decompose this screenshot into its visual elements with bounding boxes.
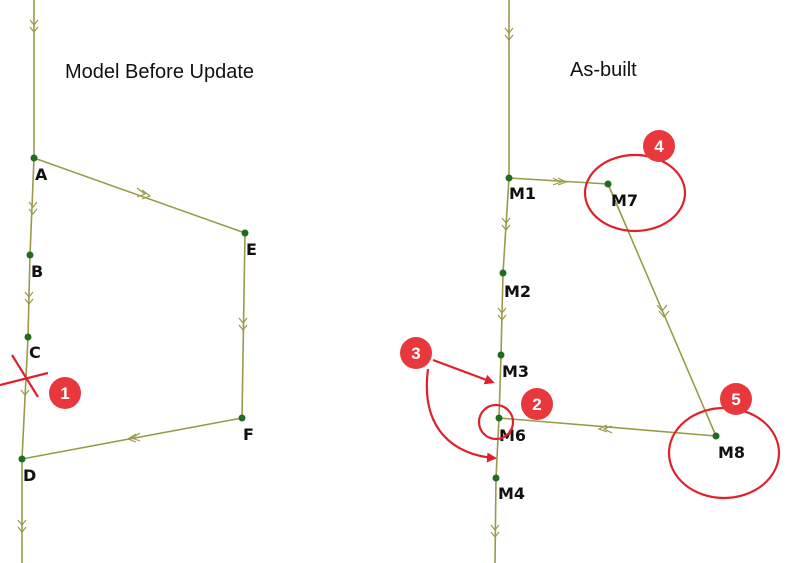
node-b[interactable] xyxy=(26,251,34,259)
annotation-number-3: 3 xyxy=(411,344,420,363)
flow-chevron xyxy=(552,177,568,186)
pipe-m8-m6[interactable] xyxy=(498,417,717,437)
pipe-m6-m4[interactable] xyxy=(495,417,500,479)
node-f[interactable] xyxy=(238,414,246,422)
annotation-number-4: 4 xyxy=(654,137,664,156)
annotation-badge-2 xyxy=(521,388,553,420)
node-m1[interactable] xyxy=(505,174,513,182)
flow-chevron xyxy=(504,27,514,41)
node-m6[interactable] xyxy=(495,414,503,422)
flow-chevron xyxy=(136,187,152,200)
right-network: M1 M2 M3 M6 M4 M7 M8 2 3 4 5 xyxy=(400,0,781,563)
node-m3[interactable] xyxy=(497,351,505,359)
pipe-c-d[interactable] xyxy=(21,336,29,460)
node-label-c: C xyxy=(29,343,41,362)
flow-chevron xyxy=(126,432,141,443)
left-network: A B C D E F 1 xyxy=(0,0,257,563)
annotation-number-1: 1 xyxy=(60,384,69,403)
annotation-number-5: 5 xyxy=(731,390,740,409)
left-panel-title: Model Before Update xyxy=(65,61,254,83)
node-m2[interactable] xyxy=(499,269,507,277)
node-a[interactable] xyxy=(30,154,38,162)
node-label-e: E xyxy=(246,240,257,259)
node-label-m8: M8 xyxy=(718,443,745,462)
pipe-b-c[interactable] xyxy=(27,254,31,338)
node-label-m2: M2 xyxy=(504,282,531,301)
node-label-f: F xyxy=(243,425,254,444)
node-m7[interactable] xyxy=(604,180,612,188)
node-m8[interactable] xyxy=(712,432,720,440)
pipe-m1-m2[interactable] xyxy=(502,177,510,274)
pipe-m4-outlet[interactable] xyxy=(494,477,497,563)
flow-chevron xyxy=(501,217,511,231)
annotation-ring-2 xyxy=(477,403,515,441)
annotation-arrow-3b xyxy=(425,368,497,463)
flow-chevron xyxy=(24,291,34,305)
flow-chevron xyxy=(656,304,670,318)
pipe-m7-m8[interactable] xyxy=(607,183,717,437)
right-panel-title: As-built xyxy=(570,59,637,81)
annotation-badge-4 xyxy=(643,130,675,162)
annotation-ring-4 xyxy=(583,153,687,233)
annotation-badge-3 xyxy=(400,337,432,369)
node-e[interactable] xyxy=(241,229,249,237)
flow-chevron xyxy=(597,424,613,434)
pipe-m2-m3[interactable] xyxy=(500,272,504,356)
node-c[interactable] xyxy=(24,333,32,341)
pipe-e-f[interactable] xyxy=(241,232,246,419)
flow-chevron xyxy=(29,19,39,33)
node-d[interactable] xyxy=(18,455,26,463)
node-label-m1: M1 xyxy=(509,184,536,203)
annotation-badge-5 xyxy=(720,383,752,415)
node-label-d: D xyxy=(23,466,36,485)
node-label-m6: M6 xyxy=(499,426,526,445)
flow-chevron xyxy=(20,389,30,396)
node-label-m3: M3 xyxy=(502,362,529,381)
annotation-badge-1 xyxy=(49,377,81,409)
node-label-m4: M4 xyxy=(498,484,525,503)
flow-chevron xyxy=(490,524,500,538)
flow-chevron xyxy=(238,317,248,331)
remove-cross-icon xyxy=(0,354,49,398)
pipe-m3-m6[interactable] xyxy=(498,354,502,419)
flow-chevron xyxy=(28,201,38,215)
flow-chevron xyxy=(497,307,507,321)
node-label-a: A xyxy=(35,165,48,184)
node-m4[interactable] xyxy=(492,474,500,482)
annotation-number-2: 2 xyxy=(532,395,541,414)
node-label-b: B xyxy=(31,262,43,281)
node-label-m7: M7 xyxy=(611,191,638,210)
flow-chevron xyxy=(17,519,27,533)
annotation-arrow-3a xyxy=(432,358,495,385)
